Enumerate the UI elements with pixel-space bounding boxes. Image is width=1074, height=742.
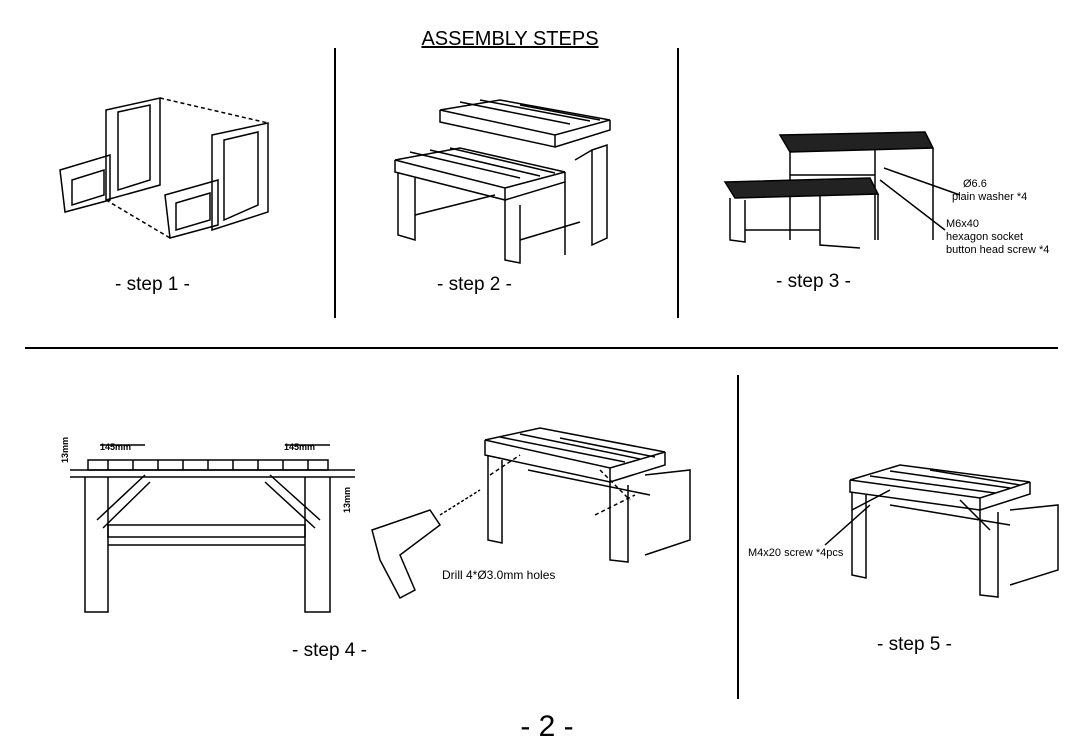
step-3-label: - step 3 -: [776, 271, 851, 292]
step-1-label: - step 1 -: [115, 274, 190, 295]
step-4-label: - step 4 -: [292, 640, 367, 661]
step2-illustration: [394, 99, 611, 264]
step-5-label: - step 5 -: [877, 634, 952, 655]
step3-illustration: [723, 131, 961, 249]
washer-desc: plain washer *4: [952, 191, 1028, 203]
screw-desc-2: button head screw *4: [946, 244, 1050, 256]
step-2-label: - step 2 -: [437, 274, 512, 295]
page-number: - 2 -: [520, 710, 574, 742]
step5-illustration: [824, 464, 1059, 598]
step4-illustration: [70, 444, 355, 613]
dim-vert-left: 13mm: [60, 436, 71, 464]
divider: [737, 375, 739, 699]
screw-note: M4x20 screw *4pcs: [748, 547, 844, 559]
washer-size: Ø6.6: [963, 178, 987, 190]
step4-bench: [371, 427, 691, 600]
drill-note: Drill 4*Ø3.0mm holes: [442, 568, 556, 582]
step1-illustration: [59, 97, 269, 239]
title-text: ASSEMBLY STEPS: [421, 28, 599, 50]
dim-right: 145mm: [284, 442, 316, 452]
divider: [334, 48, 336, 318]
screw-desc-1: hexagon socket: [946, 231, 1024, 243]
dim-left: 145mm: [100, 442, 132, 452]
page-title: ASSEMBLY STEPS: [0, 28, 1020, 51]
divider: [677, 48, 679, 318]
divider: [25, 347, 1058, 349]
dim-vert-right: 13mm: [342, 486, 353, 514]
screw-size: M6x40: [946, 218, 980, 230]
